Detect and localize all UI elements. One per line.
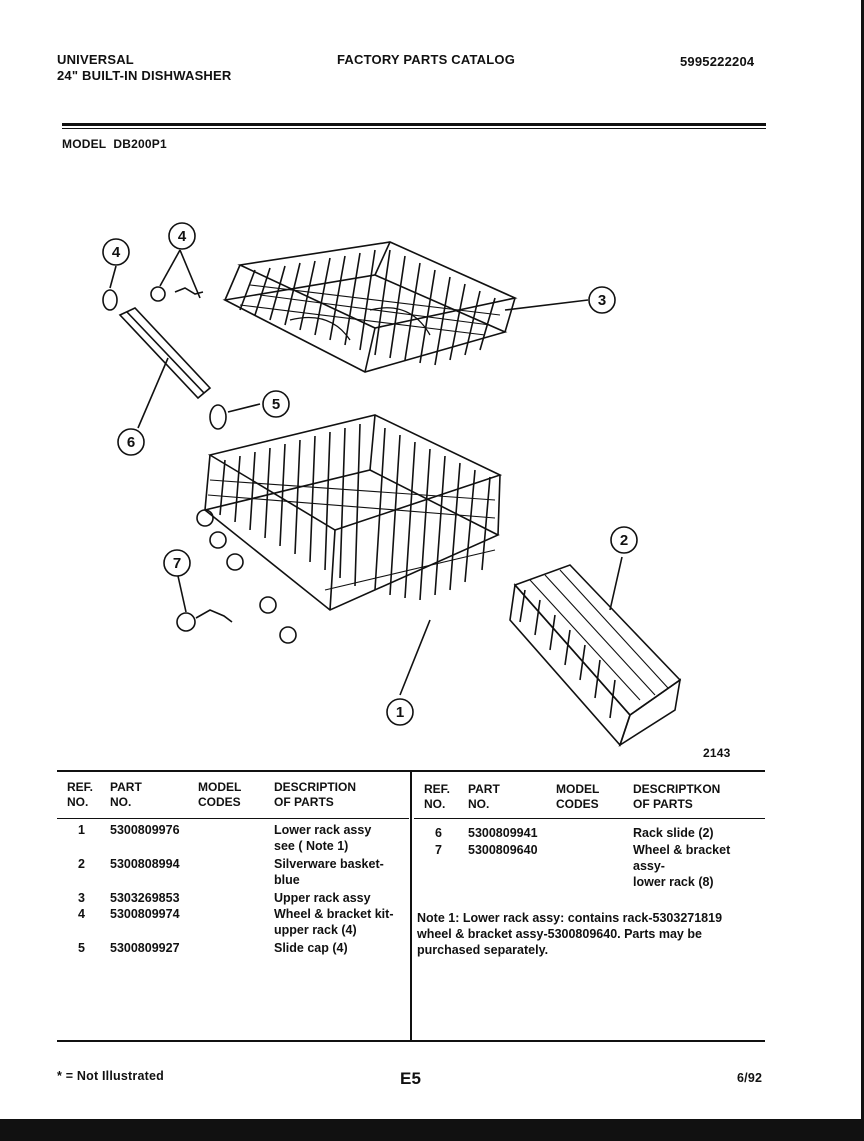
header-ref-left: REF.NO. <box>67 780 94 809</box>
row-3-ref: 3 <box>78 891 85 905</box>
header-rule-top <box>62 123 766 126</box>
upper-wheel <box>150 286 166 302</box>
row-6-desc: Rack slide (2) <box>633 826 714 840</box>
row-7-ref: 7 <box>435 843 442 857</box>
row-7-part: 5300809640 <box>468 843 538 857</box>
callout-6: 6 <box>127 434 135 451</box>
product-name: 24" BUILT-IN DISHWASHER <box>57 68 232 83</box>
table-bottom-rule <box>57 1040 765 1042</box>
callout-1: 1 <box>396 704 404 721</box>
row-6-ref: 6 <box>435 826 442 840</box>
parts-diagram: 4 4 3 5 6 2 7 1 <box>102 222 682 747</box>
catalog-date: 6/92 <box>737 1071 763 1085</box>
callout-4: 4 <box>178 228 187 245</box>
row-5-ref: 5 <box>78 941 85 955</box>
catalog-number: 5995222204 <box>680 54 755 69</box>
brand-name: UNIVERSAL <box>57 52 134 67</box>
row-1-ref: 1 <box>78 823 85 837</box>
model-value: DB200P1 <box>113 137 167 151</box>
row-2-part: 5300808994 <box>110 857 180 871</box>
callout-5-bottom: 5 <box>272 396 280 413</box>
callout-2: 2 <box>620 532 628 549</box>
row-3-desc: Upper rack assy <box>274 891 371 905</box>
row-4-ref: 4 <box>78 907 85 921</box>
page-edge-bottom <box>0 1119 864 1141</box>
page-edge-right <box>861 0 864 1141</box>
lower-wheel <box>176 612 196 632</box>
row-3-part: 5303269853 <box>110 891 180 905</box>
lower-rack <box>196 414 503 644</box>
note-1: Note 1: Lower rack assy: contains rack-5… <box>417 911 723 957</box>
slide-cap-top <box>102 289 118 311</box>
not-illustrated-legend: * = Not Illustrated <box>57 1069 164 1083</box>
left-header-rule <box>57 818 409 819</box>
row-4-part: 5300809974 <box>110 907 180 921</box>
figure-number: 2143 <box>703 746 731 760</box>
catalog-title: FACTORY PARTS CATALOG <box>337 52 516 67</box>
callout-5-top: 4 <box>112 244 121 261</box>
silverware-basket <box>509 564 682 747</box>
header-rule-bottom <box>62 128 766 129</box>
callout-3: 3 <box>598 292 606 309</box>
upper-rack <box>222 241 518 373</box>
lower-bracket <box>195 609 233 623</box>
row-2-ref: 2 <box>78 857 85 871</box>
row-5-part: 5300809927 <box>110 941 180 955</box>
rack-slide <box>118 307 212 400</box>
row-2-desc: Silverware basket-blue <box>274 857 384 887</box>
page-number: E5 <box>400 1069 422 1088</box>
row-6-part: 5300809941 <box>468 826 538 840</box>
row-4-desc: Wheel & bracket kit-upper rack (4) <box>274 907 394 937</box>
right-header-rule <box>414 818 765 819</box>
row-1-part: 5300809976 <box>110 823 180 837</box>
header-ref-right: REF.NO. <box>424 782 451 811</box>
slide-cap-bottom <box>209 404 227 430</box>
callout-7: 7 <box>173 555 181 572</box>
table-center-rule <box>410 770 412 1042</box>
row-5-desc: Slide cap (4) <box>274 941 348 955</box>
upper-bracket <box>174 287 204 295</box>
model-label: MODEL DB200P1 <box>62 137 167 151</box>
